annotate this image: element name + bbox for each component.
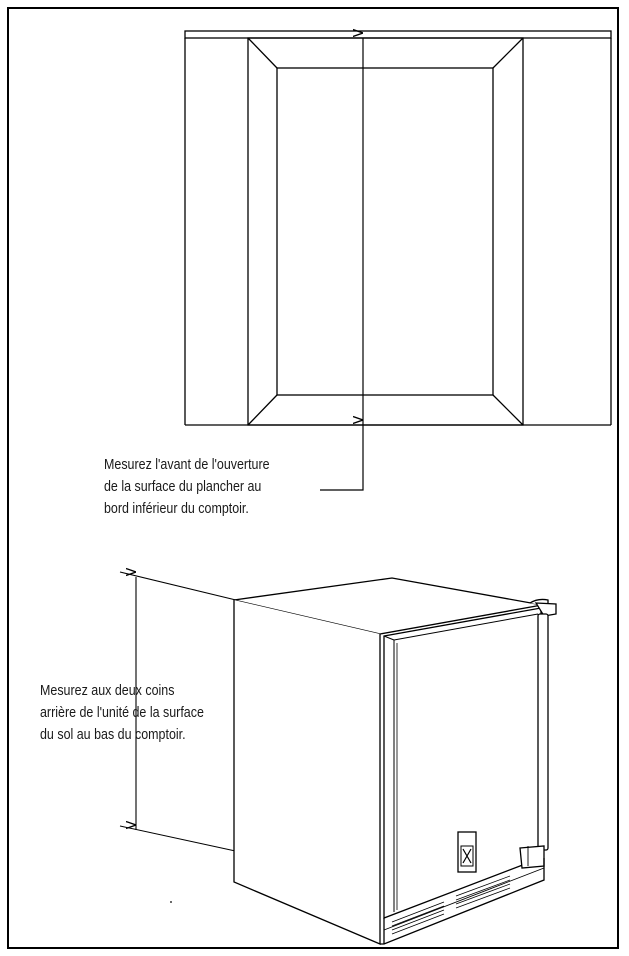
opening-outer-frame [247, 37, 524, 426]
handle-bottom-bracket [519, 845, 545, 869]
unit-side-face [233, 600, 381, 945]
opening-inner-frame [276, 67, 494, 396]
unit-drawing [119, 572, 557, 945]
unit-measurement-caption: Mesurez aux deux coins arrière de l'unit… [40, 680, 204, 746]
opening-measurement-caption: Mesurez l'avant de l'ouverture de la sur… [104, 454, 270, 520]
caption-line: de la surface du plancher au [104, 479, 262, 495]
caption-line: Mesurez aux deux coins [40, 683, 175, 699]
ventilation-grille [391, 875, 511, 935]
caption-line: du sol au bas du comptoir. [40, 727, 186, 743]
caption-line: Mesurez l'avant de l'ouverture [104, 457, 270, 473]
opening-height-dimension [320, 38, 364, 491]
countertop-edge [184, 30, 612, 39]
leader-line [320, 425, 364, 491]
caption-line: arrière de l'unité de la surface [40, 705, 204, 721]
caption-line: bord inférieur du comptoir. [104, 501, 249, 517]
door-handle [537, 613, 549, 851]
cabinet-opening-drawing [184, 30, 612, 426]
handle-top-bracket [534, 602, 557, 617]
